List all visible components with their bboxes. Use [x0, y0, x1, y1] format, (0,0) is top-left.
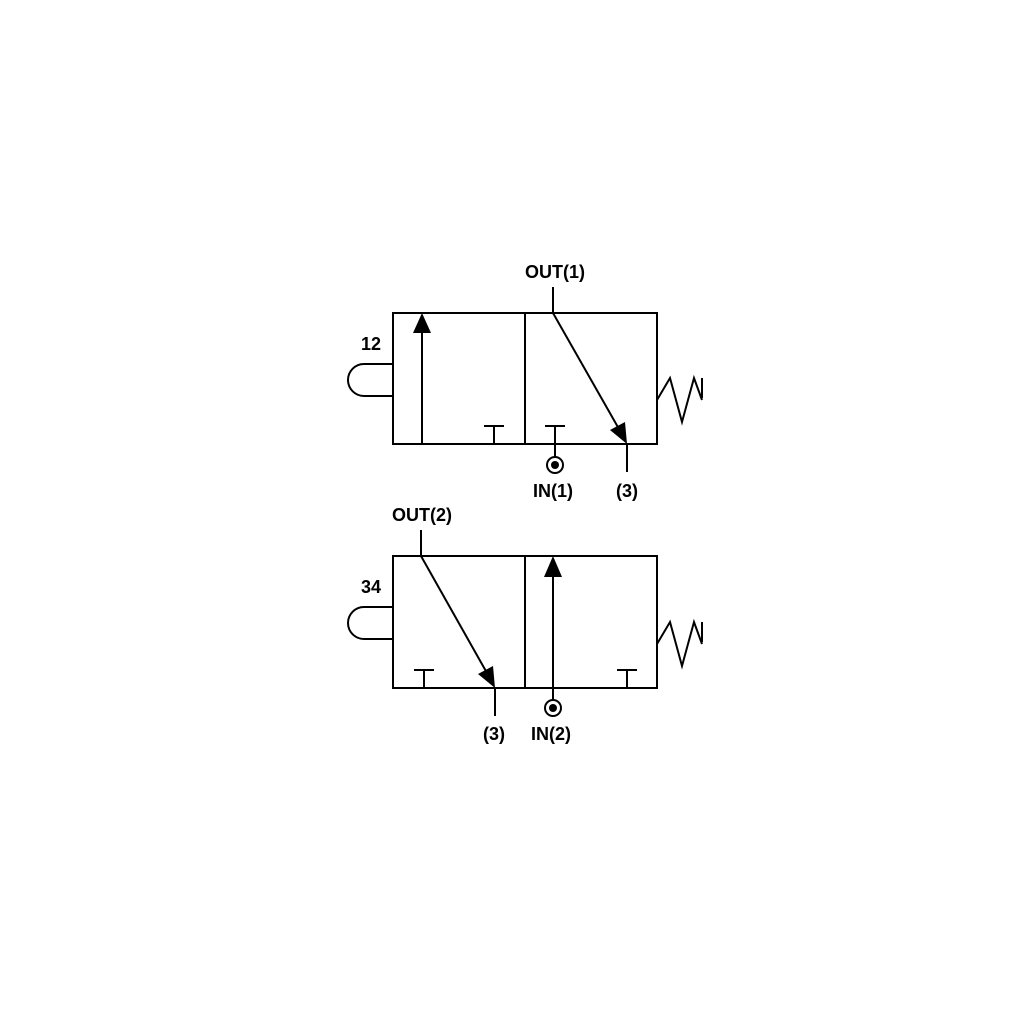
valve-1-spring: [656, 374, 703, 426]
valve-2-spring: [656, 618, 703, 670]
valve-2-in-port-symbol: [544, 699, 562, 717]
valve-2-pilot-label: 34: [361, 577, 381, 597]
valve-1-right-flow-line: [552, 312, 620, 430]
valve-2-left-flow-arrowhead: [478, 666, 495, 688]
valve-2-out-label: OUT(2): [392, 505, 452, 525]
valve-1-in-port-symbol: [546, 456, 564, 474]
valve-2-exhaust-label: (3): [483, 724, 505, 744]
valve-2-pilot-actuator: [347, 606, 393, 640]
valve-2: 34 OUT(2) IN(2) (3): [347, 505, 703, 744]
valve-1-pilot-actuator: [347, 363, 393, 397]
valve-1: 12 OUT(1) IN(1) (3): [347, 262, 703, 501]
valve-1-in-label: IN(1): [533, 481, 573, 501]
valve-2-right-flow-arrowhead: [544, 556, 562, 577]
valve-1-in-port-dot: [551, 461, 559, 469]
valve-2-in-port-dot: [549, 704, 557, 712]
valve-1-pilot-label: 12: [361, 334, 381, 354]
valve-2-in-label: IN(2): [531, 724, 571, 744]
valve-2-left-flow-line: [420, 555, 488, 674]
valve-1-right-flow-arrowhead: [610, 422, 627, 444]
valve-1-left-flow-arrowhead: [413, 313, 431, 333]
valve-1-out-label: OUT(1): [525, 262, 585, 282]
valve-1-exhaust-label: (3): [616, 481, 638, 501]
